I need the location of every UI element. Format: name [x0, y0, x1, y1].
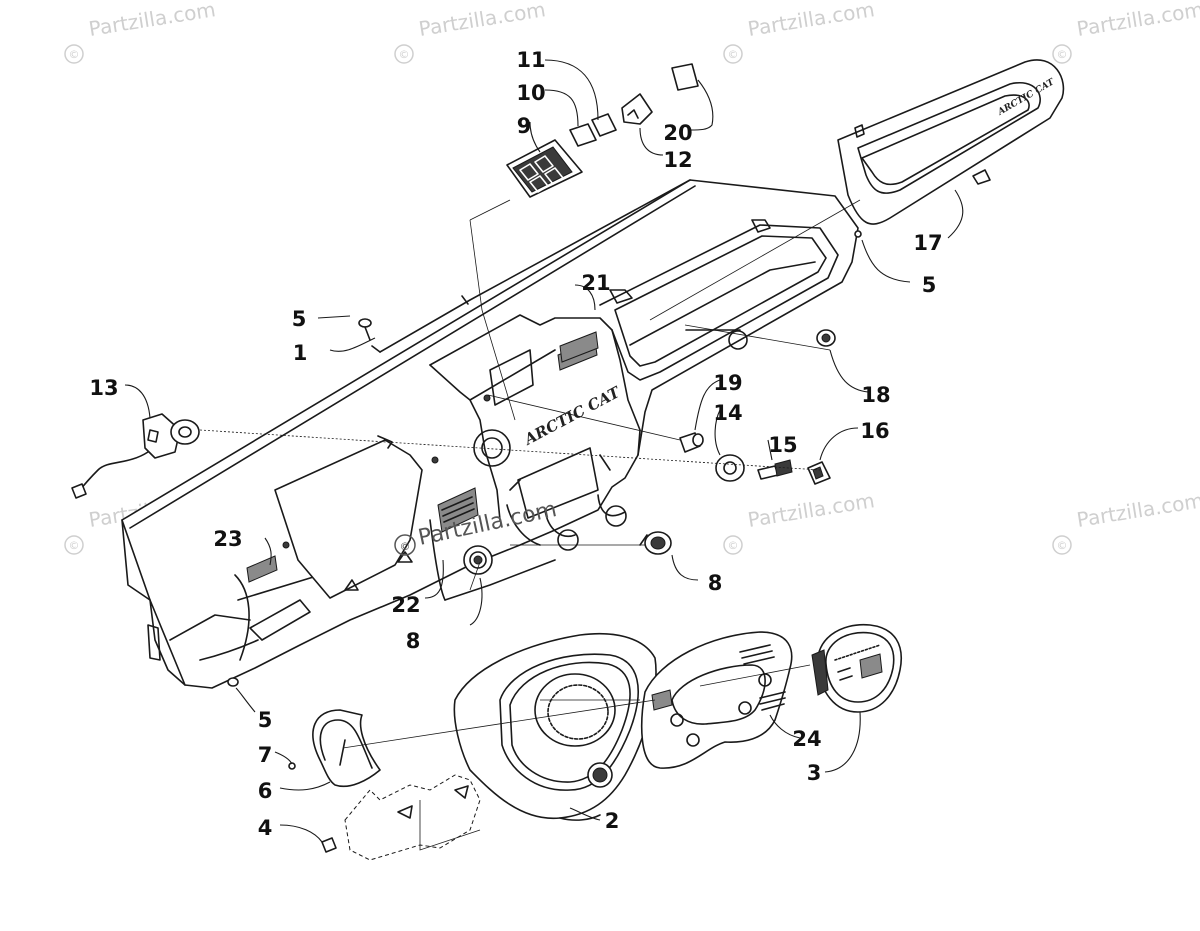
warning-decal-center	[437, 487, 479, 533]
decal-21	[559, 331, 599, 363]
gauge-cup	[312, 709, 381, 788]
glove-box-door: ARCTIC CAT	[837, 59, 1065, 225]
svg-text:©: ©	[69, 539, 80, 552]
power-outlet-right	[639, 531, 672, 555]
callout-21: 21	[581, 271, 610, 295]
callout-10: 10	[516, 81, 545, 105]
callout-8-left: 8	[406, 629, 421, 653]
callout-5-top: 5	[292, 307, 307, 331]
ignition-key	[757, 459, 793, 480]
switch-blank	[671, 63, 699, 91]
screw-top	[358, 318, 372, 341]
svg-text:©: ©	[728, 48, 739, 61]
light-bulb	[679, 432, 704, 453]
switch-plug	[621, 93, 653, 125]
callout-3: 3	[807, 761, 822, 785]
svg-text:©: ©	[1057, 48, 1068, 61]
callout-12: 12	[663, 148, 692, 172]
svg-text:©: ©	[728, 539, 739, 552]
screw-small	[321, 837, 337, 853]
svg-text:©: ©	[400, 540, 411, 553]
rocker-switch-1	[569, 123, 597, 147]
gauge-faceplate	[640, 631, 793, 769]
callout-5-bottom: 5	[258, 708, 273, 732]
watermark-top-center-right: © Partzilla.com	[723, 0, 876, 64]
callout-4: 4	[258, 816, 273, 840]
switch-bezel	[506, 139, 583, 198]
callout-13: 13	[89, 376, 118, 400]
svg-text:Partzilla.com: Partzilla.com	[417, 0, 547, 41]
key-fob	[807, 461, 831, 485]
callout-9: 9	[517, 114, 532, 138]
svg-text:©: ©	[1057, 539, 1068, 552]
callout-16: 16	[860, 419, 889, 443]
wiring-harness-bracket	[344, 774, 481, 861]
speedometer	[811, 623, 902, 713]
svg-text:Partzilla.com: Partzilla.com	[1075, 488, 1200, 532]
svg-text:Partzilla.com: Partzilla.com	[746, 0, 876, 41]
callout-24: 24	[792, 727, 821, 751]
watermark-far-right: © Partzilla.com	[1052, 488, 1200, 555]
callout-7: 7	[258, 743, 273, 767]
callout-6: 6	[258, 779, 273, 803]
rocker-switch-2	[591, 113, 617, 137]
screw-glovebox	[854, 230, 862, 238]
callout-23: 23	[213, 527, 242, 551]
callout-labels: 1 2 3 4 5 5 5 6 7 8 8 9 10 11 12 13 14 1…	[89, 48, 942, 840]
callout-1: 1	[293, 341, 308, 365]
svg-text:Partzilla.com: Partzilla.com	[1075, 0, 1200, 41]
callout-15: 15	[768, 433, 797, 457]
callout-2: 2	[605, 809, 620, 833]
svg-text:©: ©	[399, 48, 410, 61]
svg-text:©: ©	[69, 48, 80, 61]
dash-panel: ARCTIC CAT	[121, 179, 859, 689]
watermark-top-right: © Partzilla.com	[1052, 0, 1200, 64]
watermark-top-left: © Partzilla.com	[64, 0, 217, 64]
svg-text:Partzilla.com: Partzilla.com	[87, 0, 217, 41]
ignition-switch	[71, 413, 200, 499]
leader-lines	[124, 59, 964, 851]
decal-23	[246, 555, 278, 583]
svg-text:Partzilla.com: Partzilla.com	[746, 488, 876, 532]
callout-8-right: 8	[708, 571, 723, 595]
callout-19: 19	[713, 371, 742, 395]
callout-20: 20	[663, 121, 692, 145]
screw-bottom	[227, 677, 239, 687]
callout-11: 11	[516, 48, 545, 72]
ignition-nut	[715, 454, 745, 482]
power-outlet-left	[463, 545, 493, 575]
watermark-mid-right: © Partzilla.com	[723, 488, 876, 555]
instrument-bezel	[453, 632, 657, 821]
plug-cap	[816, 329, 836, 347]
callout-18: 18	[861, 383, 890, 407]
callout-22: 22	[391, 593, 420, 617]
callout-17: 17	[913, 231, 942, 255]
callout-5-right: 5	[922, 273, 937, 297]
callout-14: 14	[713, 401, 742, 425]
